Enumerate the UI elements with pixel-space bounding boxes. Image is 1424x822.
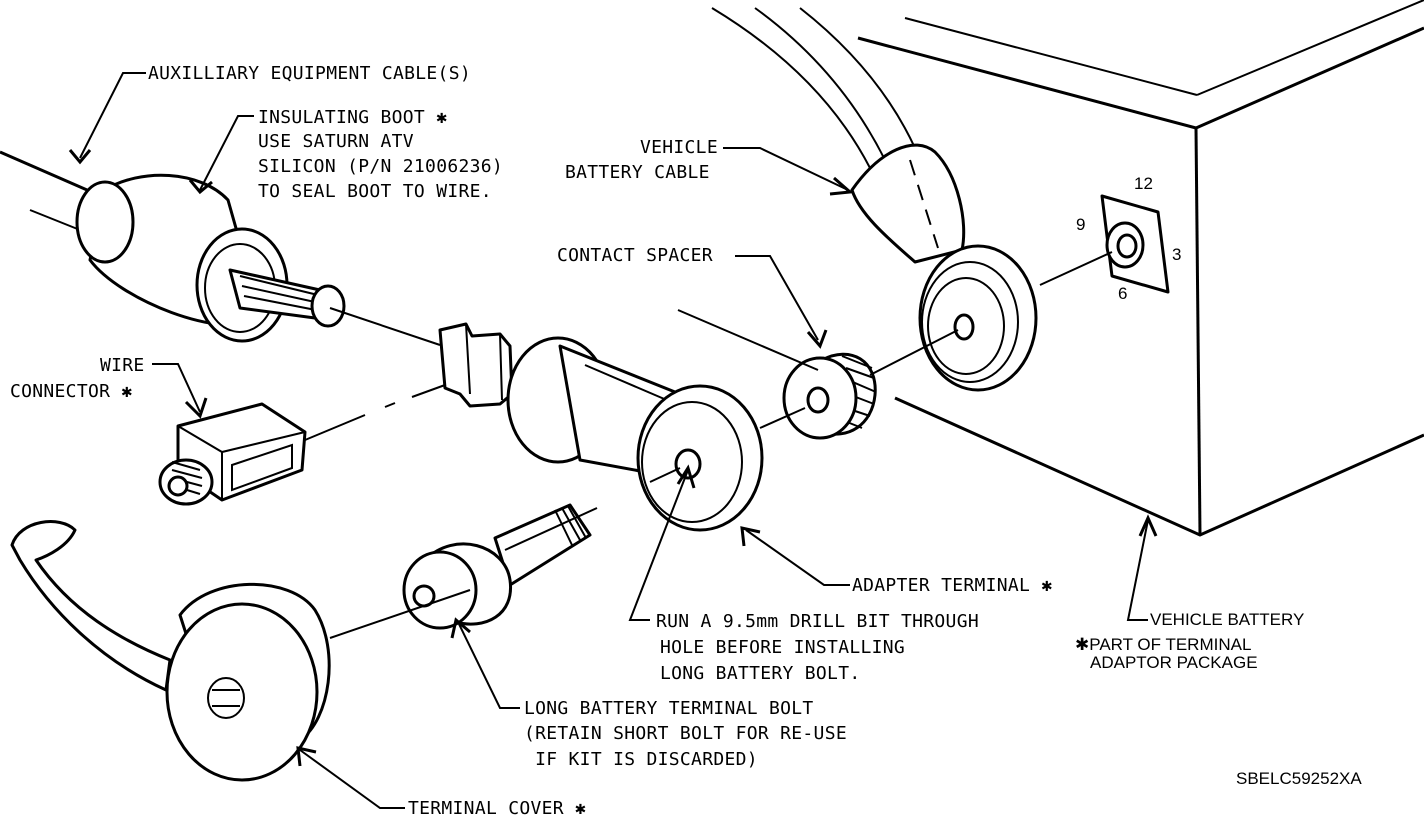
arrow-wire-connector [184, 397, 208, 419]
label-boot-note-1: USE SATURN ATV [258, 131, 414, 152]
label-battery-cable: BATTERY CABLE [565, 162, 710, 183]
label-insulating-boot: INSULATING BOOT ✱ [258, 107, 448, 128]
leader-contact-spacer [735, 255, 819, 341]
label-boot-note-3: TO SEAL BOOT TO WIRE. [258, 181, 492, 202]
label-drill-note-1: RUN A 9.5mm DRILL BIT THROUGH [656, 611, 979, 632]
label-bolt-note-2: IF KIT IS DISCARDED) [524, 749, 758, 770]
arrow-adapter [740, 526, 761, 547]
label-auxiliary-equipment-cable: AUXILLIARY EQUIPMENT CABLE(S) [148, 63, 471, 84]
long-battery-terminal-bolt [402, 503, 592, 630]
label-drill-note-3: LONG BATTERY BOLT. [660, 663, 861, 684]
leader-wire-connector [152, 363, 201, 413]
contact-spacer [782, 352, 877, 440]
arrow-drill [676, 464, 696, 489]
label-long-battery-terminal-bolt: LONG BATTERY TERMINAL BOLT [524, 698, 814, 719]
connector-centerline [304, 384, 446, 441]
label-wire: WIRE [100, 355, 145, 376]
assembly-centerline-upper [329, 307, 819, 371]
arrow-contact-spacer [806, 329, 828, 349]
clock-6: 6 [1118, 284, 1128, 303]
leader-lines [68, 72, 1158, 809]
label-bolt-note-1: (RETAIN SHORT BOLT FOR RE-USE [524, 723, 847, 744]
label-vehicle-battery: VEHICLE BATTERY [1150, 610, 1305, 629]
vehicle-battery-box [857, 0, 1424, 537]
leader-vehicle-cable [723, 147, 849, 191]
label-drawing-code: SBELC59252XA [1236, 769, 1362, 788]
label-connector: CONNECTOR ✱ [10, 381, 133, 402]
label-adaptor-package: ADAPTOR PACKAGE [1090, 653, 1258, 672]
assembly-centerline-lower [329, 251, 1113, 639]
label-part-of-terminal: ✱PART OF TERMINAL [1075, 635, 1252, 654]
arrow-boot [188, 179, 213, 195]
arrow-vehicle-battery [1138, 514, 1158, 537]
leader-vehicle-battery [1126, 519, 1149, 621]
leader-cover [299, 749, 405, 809]
label-vehicle: VEHICLE [640, 137, 718, 158]
leader-boot [199, 115, 254, 191]
leader-aux-cable [79, 72, 146, 159]
terminal-cover [10, 520, 331, 782]
leader-bolt [457, 621, 520, 709]
label-drill-note-2: HOLE BEFORE INSTALLING [660, 637, 906, 658]
auxiliary-cable-and-boot [0, 150, 346, 343]
arrow-aux-cable [68, 149, 92, 165]
arrow-cover [296, 746, 317, 767]
battery-post [1100, 194, 1170, 294]
wire-connector [158, 402, 307, 506]
leader-adapter [745, 529, 850, 586]
label-contact-spacer: CONTACT SPACER [557, 245, 713, 266]
label-adapter-terminal: ADAPTER TERMINAL ✱ [852, 575, 1053, 596]
vehicle-battery-cable [711, 7, 1038, 392]
arrow-bolt [450, 617, 471, 639]
clock-12: 12 [1134, 174, 1153, 193]
clock-9: 9 [1076, 215, 1086, 234]
leader-drill [628, 469, 689, 621]
adapter-terminal [438, 322, 764, 532]
clock-3: 3 [1172, 245, 1182, 264]
label-boot-note-2: SILICON (P/N 21006236) [258, 156, 504, 177]
arrow-vehicle-cable [829, 176, 854, 196]
label-terminal-cover: TERMINAL COVER ✱ [408, 798, 587, 819]
